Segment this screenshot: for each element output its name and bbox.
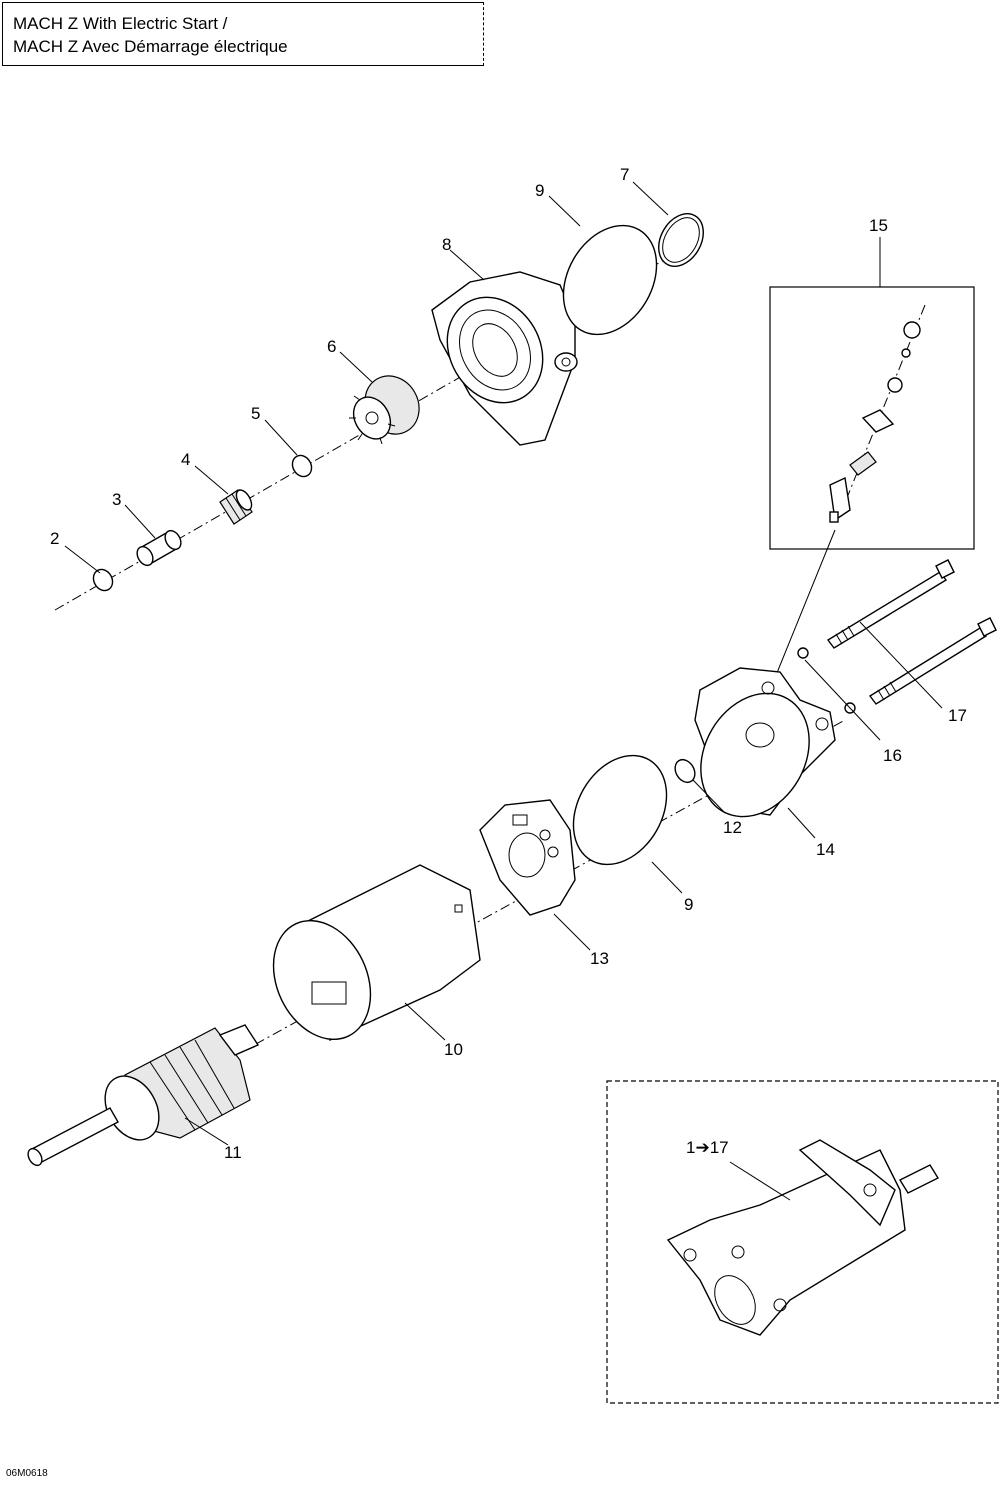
end-housing-part: [694, 667, 836, 818]
pinion-part: [349, 375, 420, 445]
o-ring-upper-part: [562, 224, 658, 336]
leader-assembly: [729, 1161, 791, 1201]
callout-9-upper: 9: [535, 181, 544, 200]
callout-14: 14: [816, 840, 835, 859]
through-bolt-part: [826, 559, 997, 705]
figure-code: 06M0618: [6, 1468, 48, 1479]
callout-5: 5: [251, 404, 260, 423]
brush-plate-part: [479, 799, 576, 916]
callout-2: 2: [50, 529, 59, 548]
leader-lines: [64, 181, 943, 1146]
callout-13: 13: [590, 949, 609, 968]
callout-8: 8: [442, 235, 451, 254]
starter-assembly-part: [666, 1139, 939, 1336]
o-ring-small-part: [658, 213, 704, 267]
callout-11: 11: [224, 1143, 242, 1162]
armature-part: [27, 1024, 260, 1167]
assembled-view-box: [606, 1080, 999, 1404]
callout-12: 12: [723, 818, 742, 837]
callout-3: 3: [112, 490, 121, 509]
part-15-detail-box: [769, 286, 975, 550]
leader-15-to-housing: [769, 529, 836, 691]
callout-10: 10: [444, 1040, 463, 1059]
callout-4: 4: [181, 450, 190, 469]
callout-6: 6: [327, 337, 336, 356]
collar-part: [136, 529, 182, 567]
callout-assembly: 1➔17: [686, 1138, 729, 1157]
callout-9-lower: 9: [684, 895, 693, 914]
brush-holder-kit-part: [829, 304, 926, 523]
callout-17: 17: [948, 706, 967, 725]
yoke-frame-part: [272, 864, 481, 1041]
retaining-ring-part: [92, 568, 114, 592]
title-box: MACH Z With Electric Start / MACH Z Avec…: [2, 2, 484, 66]
title-french: MACH Z Avec Démarrage électrique: [13, 37, 288, 56]
o-ring-lower-part: [572, 754, 668, 866]
callout-15: 15: [869, 216, 888, 235]
lock-washer-a-part: [797, 647, 809, 659]
o-ring-12-part: [674, 758, 696, 784]
washer-part: [291, 454, 313, 478]
drive-housing-part: [431, 271, 578, 446]
spring-part: [219, 489, 253, 525]
callout-16: 16: [883, 746, 902, 765]
callout-7: 7: [620, 165, 629, 184]
title-english: MACH Z With Electric Start /: [13, 14, 228, 33]
